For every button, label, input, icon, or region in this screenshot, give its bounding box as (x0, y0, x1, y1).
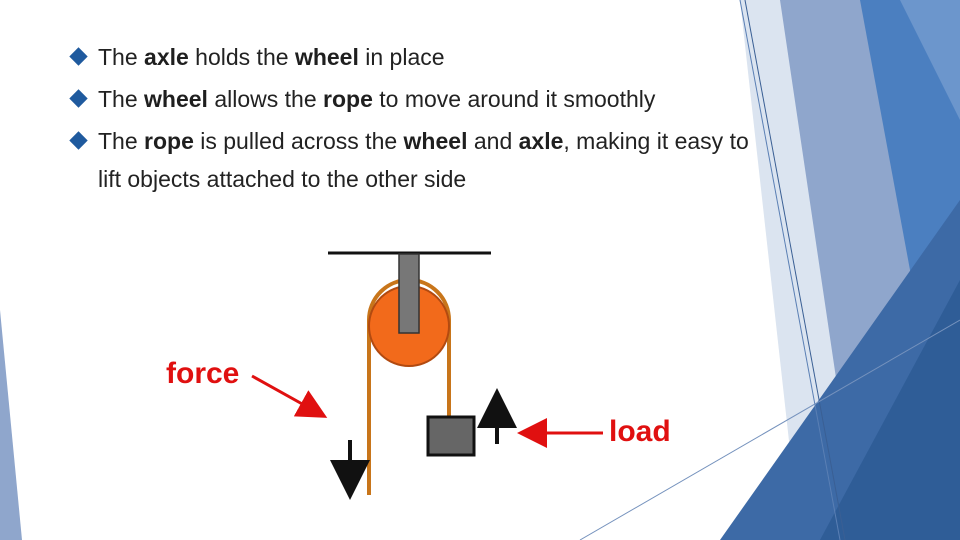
bullet-item: The wheel allows the rope to move around… (69, 80, 750, 118)
text-segment: allows the (207, 86, 324, 112)
text-segment: to move around it smoothly (372, 86, 656, 112)
bullet-text: The rope is pulled across the wheel and … (98, 128, 749, 192)
text-segment: is pulled across the (193, 128, 404, 154)
bullet-list: The axle holds the wheel in place The wh… (69, 38, 750, 202)
text-segment: and (467, 128, 519, 154)
text-segment: The (98, 86, 145, 112)
bullet-item: The axle holds the wheel in place (69, 38, 750, 76)
text-segment-bold: wheel (144, 86, 208, 112)
decor-line-3 (579, 319, 960, 540)
text-segment: holds the (188, 44, 295, 70)
force-arrow (251, 374, 328, 418)
decor-left-sliver (0, 310, 22, 540)
text-segment: The (98, 44, 145, 70)
decor-band-darker (820, 280, 960, 540)
text-segment-bold: axle (144, 44, 189, 70)
text-segment-bold: wheel (294, 44, 359, 70)
text-segment-bold: wheel (403, 128, 468, 154)
load-block (426, 415, 476, 457)
force-label: force (166, 357, 240, 390)
text-segment: The (98, 128, 145, 154)
axle-support (398, 253, 420, 334)
text-segment-bold: rope (144, 128, 194, 154)
text-segment: in place (358, 44, 445, 70)
load-label: load (609, 415, 671, 448)
text-segment: , making it easy to lift objects attache… (98, 128, 749, 192)
decor-corner (900, 0, 960, 120)
bullet-text: The wheel allows the rope to move around… (98, 86, 655, 112)
bullet-item: The rope is pulled across the wheel and … (69, 122, 750, 198)
decor-line-2 (744, 0, 846, 540)
text-segment-bold: axle (518, 128, 564, 154)
bullet-text: The axle holds the wheel in place (98, 44, 445, 70)
text-segment-bold: rope (323, 86, 373, 112)
decor-line-1 (739, 0, 841, 540)
